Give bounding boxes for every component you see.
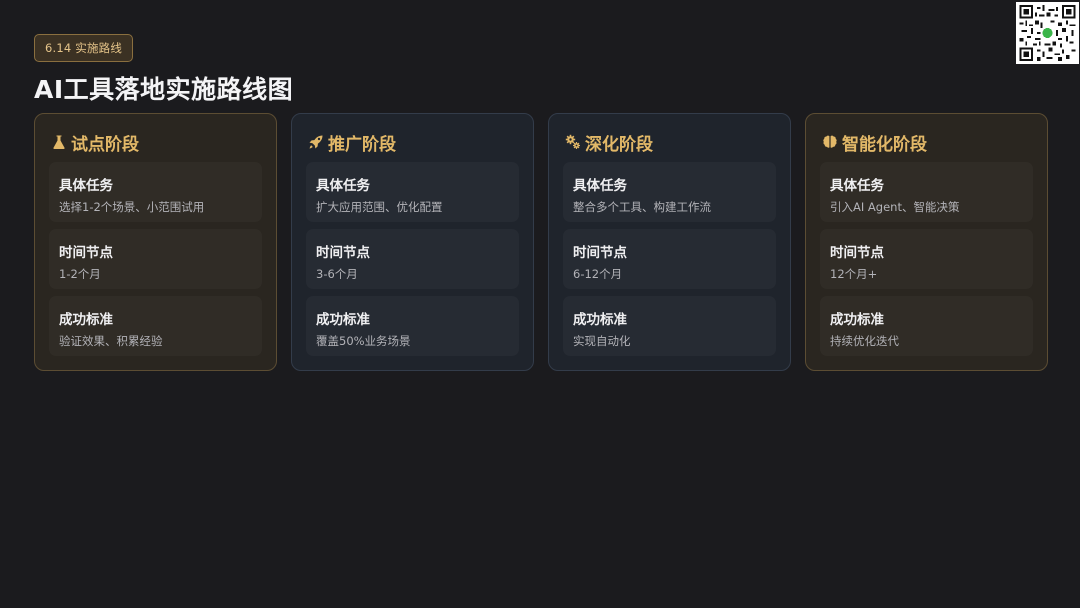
item-label: 成功标准 (573, 312, 627, 328)
stage-item-timeline: 时间节点 1-2个月 (49, 229, 262, 289)
stage-header: 深化阶段 (563, 128, 776, 156)
item-label: 成功标准 (59, 312, 113, 328)
roadmap-cards: 试点阶段 具体任务 选择1-2个场景、小范围试用 时间节点 1-2个月 成功标准… (34, 113, 1048, 371)
gears-icon (565, 134, 581, 150)
stage-card-rollout: 推广阶段 具体任务 扩大应用范围、优化配置 时间节点 3-6个月 成功标准 覆盖… (291, 113, 534, 371)
stage-item-criteria: 成功标准 持续优化迭代 (820, 296, 1033, 356)
item-value: 扩大应用范围、优化配置 (316, 200, 443, 214)
stage-item-criteria: 成功标准 实现自动化 (563, 296, 776, 356)
item-value: 3-6个月 (316, 267, 358, 281)
stage-item-task: 具体任务 扩大应用范围、优化配置 (306, 162, 519, 222)
qr-code-icon (1016, 2, 1079, 64)
item-label: 具体任务 (59, 178, 113, 194)
stage-item-criteria: 成功标准 验证效果、积累经验 (49, 296, 262, 356)
stage-card-pilot: 试点阶段 具体任务 选择1-2个场景、小范围试用 时间节点 1-2个月 成功标准… (34, 113, 277, 371)
stage-item-timeline: 时间节点 3-6个月 (306, 229, 519, 289)
item-label: 成功标准 (316, 312, 370, 328)
item-value: 整合多个工具、构建工作流 (573, 200, 711, 214)
flask-icon (51, 134, 67, 150)
item-value: 12个月+ (830, 267, 878, 281)
item-value: 覆盖50%业务场景 (316, 334, 411, 348)
item-label: 时间节点 (59, 245, 113, 261)
item-label: 时间节点 (316, 245, 370, 261)
item-label: 具体任务 (316, 178, 370, 194)
item-label: 时间节点 (573, 245, 627, 261)
stage-title: 深化阶段 (585, 134, 653, 155)
stage-item-timeline: 时间节点 6-12个月 (563, 229, 776, 289)
item-label: 具体任务 (830, 178, 884, 194)
stage-card-deepen: 深化阶段 具体任务 整合多个工具、构建工作流 时间节点 6-12个月 成功标准 … (548, 113, 791, 371)
item-label: 具体任务 (573, 178, 627, 194)
section-tag: 6.14 实施路线 (34, 34, 134, 62)
stage-item-criteria: 成功标准 覆盖50%业务场景 (306, 296, 519, 356)
stage-header: 智能化阶段 (820, 128, 1033, 156)
stage-item-task: 具体任务 选择1-2个场景、小范围试用 (49, 162, 262, 222)
brain-icon (822, 134, 838, 150)
item-value: 6-12个月 (573, 267, 623, 281)
item-value: 持续优化迭代 (830, 334, 899, 348)
stage-item-task: 具体任务 整合多个工具、构建工作流 (563, 162, 776, 222)
rocket-icon (308, 134, 324, 150)
stage-title: 推广阶段 (328, 134, 396, 155)
item-value: 引入AI Agent、智能决策 (830, 200, 960, 214)
page-title: AI工具落地实施路线图 (34, 75, 294, 104)
stage-item-task: 具体任务 引入AI Agent、智能决策 (820, 162, 1033, 222)
stage-header: 试点阶段 (49, 128, 262, 156)
stage-card-intelligent: 智能化阶段 具体任务 引入AI Agent、智能决策 时间节点 12个月+ 成功… (805, 113, 1048, 371)
item-value: 验证效果、积累经验 (59, 334, 163, 348)
stage-header: 推广阶段 (306, 128, 519, 156)
item-value: 实现自动化 (573, 334, 631, 348)
item-value: 1-2个月 (59, 267, 101, 281)
item-label: 时间节点 (830, 245, 884, 261)
stage-item-timeline: 时间节点 12个月+ (820, 229, 1033, 289)
stage-title: 智能化阶段 (842, 134, 927, 155)
item-label: 成功标准 (830, 312, 884, 328)
stage-title: 试点阶段 (71, 134, 139, 155)
item-value: 选择1-2个场景、小范围试用 (59, 200, 205, 214)
